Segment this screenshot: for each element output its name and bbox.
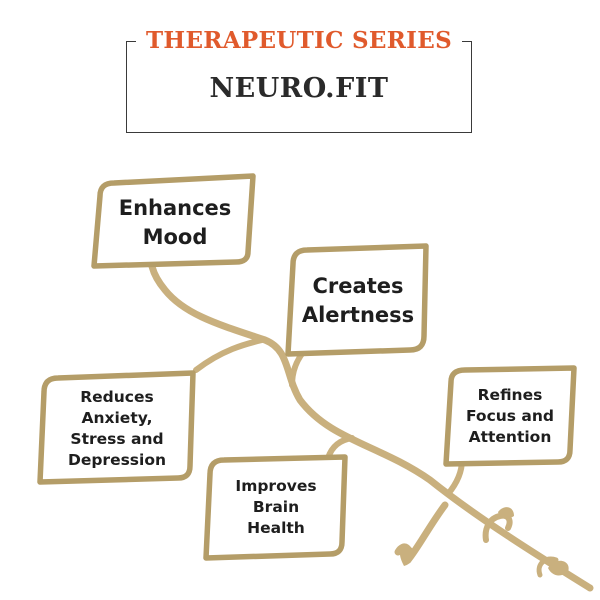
vine-leaf-right xyxy=(548,560,569,576)
leaf-reduces-anxiety xyxy=(37,370,196,485)
leaf-creates-alertness xyxy=(285,243,429,357)
main-trunk xyxy=(147,251,594,592)
brand-name: NEURO.FIT xyxy=(209,73,389,104)
leaf-enhances-mood xyxy=(91,173,256,269)
branch-anxiety xyxy=(193,337,265,373)
benefit-label-reduces-anxiety: Reduces Anxiety, Stress and Depression xyxy=(67,388,167,469)
leaf-improves-brain xyxy=(203,454,348,561)
benefit-label-creates-alertness: Creates Alertness xyxy=(301,274,415,327)
branches xyxy=(147,251,594,592)
vine-leaf-stem xyxy=(536,556,559,578)
vine-lower xyxy=(404,501,449,564)
benefit-label-enhances-mood: Enhances Mood xyxy=(118,196,232,249)
leaf-refines-focus xyxy=(443,365,577,467)
benefit-label-refines-focus: Refines Focus and Attention xyxy=(465,385,555,446)
series-label: THERAPEUTIC SERIES xyxy=(136,24,462,58)
vine-leaf-curl xyxy=(498,507,514,519)
vine-leaves xyxy=(399,507,569,576)
vine-leaf-left xyxy=(399,545,414,566)
leaves xyxy=(37,173,577,561)
benefit-label-improves-brain: Improves Brain Health xyxy=(235,476,317,537)
